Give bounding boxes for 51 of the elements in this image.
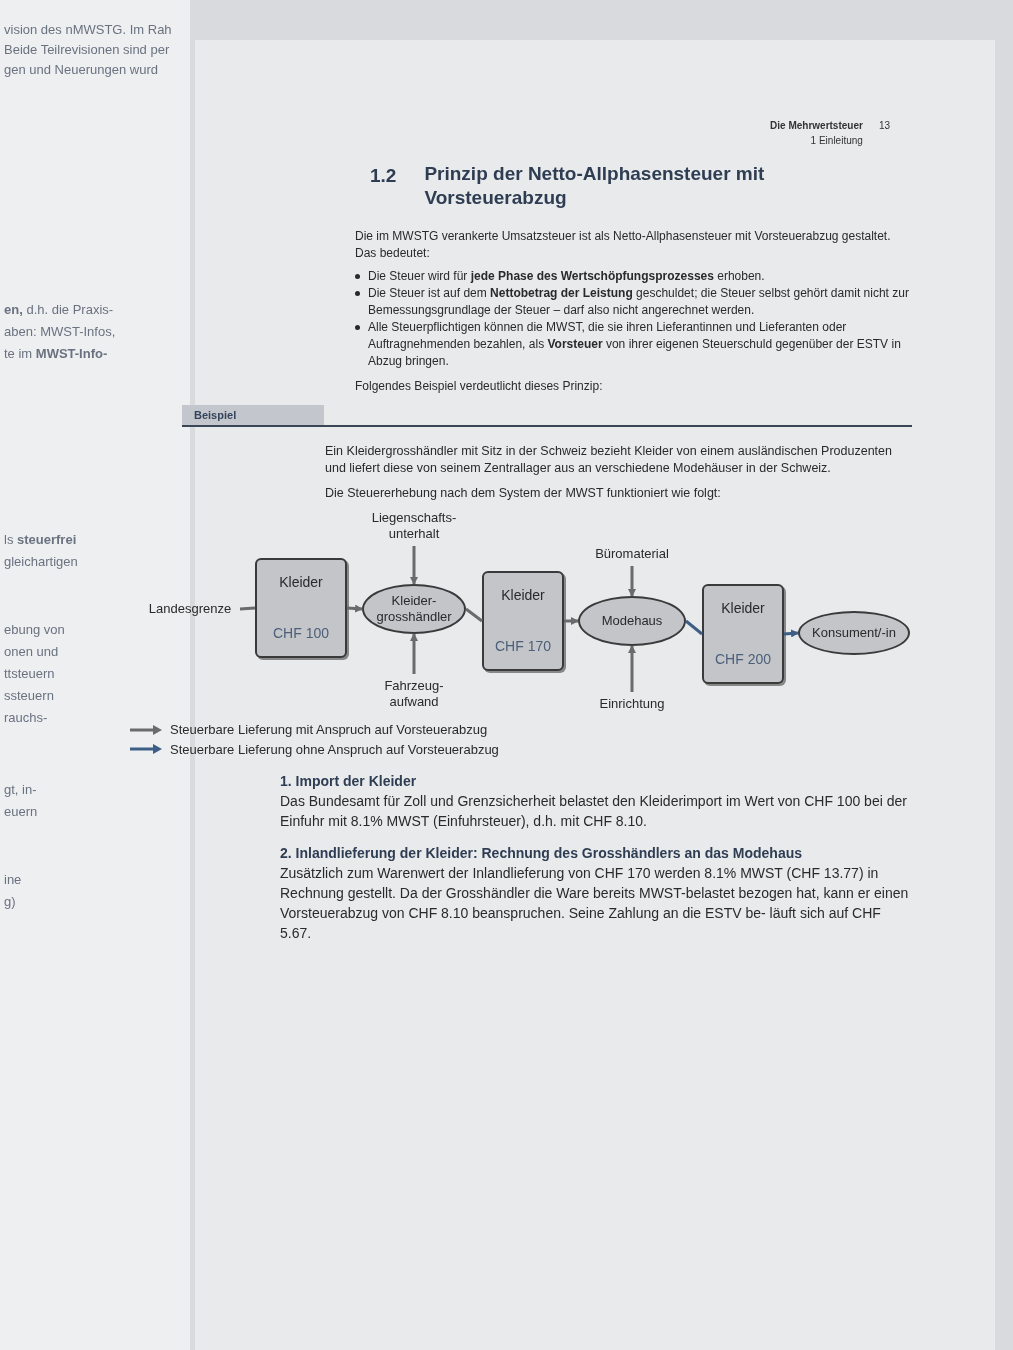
paragraph: Die Steuererhebung nach dem System der MWST funktioniert wie folgt:	[325, 485, 722, 502]
text-fragment: gen und Neuerungen wurd	[4, 62, 158, 77]
running-header: Die Mehrwertsteuer	[770, 119, 863, 133]
node-label: Liegenschafts- unterhalt	[364, 508, 464, 544]
arrow	[410, 546, 418, 585]
arrow	[628, 566, 636, 597]
node-label: Landesgrenze	[140, 599, 240, 619]
section-number: 1.2	[370, 164, 397, 188]
text-fragment: te im MWST-Info-	[4, 346, 108, 361]
text-fragment: aben: MWST-Infos,	[4, 324, 116, 339]
arrow	[410, 633, 418, 674]
page-number: 13	[878, 119, 890, 133]
goods-value-box: Kleider CHF 200	[702, 584, 784, 684]
subsection-heading: 2. Inlandlieferung der Kleider: Rechnung des Grosshändlers an das Modehaus	[280, 844, 803, 863]
text-fragment: ls steuerfrei	[4, 532, 77, 547]
arrow	[346, 604, 363, 613]
node-label: Einrichtung	[576, 694, 688, 714]
text-fragment: rauchs-	[4, 710, 48, 725]
paragraph: Das Bundesamt für Zoll und Grenzsicherheit belastet den Kleiderimport im Wert von CHF 100 bei der Einfuhr mit 8.1% MWST (Einfuhrsteuer), d.h. mit CHF 8.10.	[280, 792, 908, 831]
text-fragment: g)	[4, 894, 16, 909]
goods-value-box: Kleider CHF 100	[255, 558, 347, 658]
text-fragment: onen und	[4, 644, 59, 659]
arrow	[564, 617, 579, 625]
text-fragment: gt, in-	[4, 782, 37, 797]
text-fragment: en, d.h. die Praxis-	[4, 302, 114, 317]
node-label: Fahrzeug- aufwand	[364, 676, 464, 712]
paragraph: Folgendes Beispiel verdeutlicht dieses Prinzip:	[355, 377, 604, 395]
paragraph: Ein Kleidergrosshändler mit Sitz in der Schweiz bezieht Kleider von einem ausländischen Produzenten und liefert diese von seinem Zentrallager aus an verschiedene Modehäuser in der Schweiz.	[325, 443, 893, 477]
node-label: Büromaterial	[576, 544, 688, 564]
text-fragment: vision des nMWSTG. Im Rah	[4, 22, 172, 37]
bullet-text: Die Steuer ist auf dem Nettobetrag der Leistung geschuldet; die Steuer selbst gehört damit nicht zur Bemessungsgrundlage der Steuer – darf also nicht angerechnet werden.	[368, 284, 910, 319]
running-subheader: 1 Einleitung	[810, 134, 863, 148]
goods-value-box: Kleider CHF 170	[482, 571, 564, 671]
text-fragment: euern	[4, 804, 38, 819]
example-tab: Beispiel	[182, 404, 324, 425]
paragraph: Die im MWSTG verankerte Umsatzsteuer ist als Netto-Allphasensteuer mit Vorsteuerabzug gestaltet. Das bedeutet:	[355, 227, 892, 262]
bullet-text: Alle Steuerpflichtigen können die MWST, die sie ihren Lieferantinnen und Lieferanten oder Auftragnehmenden bezahlen, als Vorsteuer von ihrer eigenen Steuerschuld gegenüber der ESTV in Abzug bringen.	[368, 318, 902, 370]
text-fragment: ine	[4, 872, 22, 887]
text-fragment: ttsteuern	[4, 666, 55, 681]
legend-text: Steuerbare Lieferung mit Anspruch auf Vorsteuerabzug	[170, 721, 488, 739]
text-fragment: ssteuern	[4, 688, 54, 703]
text-fragment: gleichartigen	[4, 554, 78, 569]
text-fragment: Beide Teilrevisionen sind per	[4, 42, 170, 57]
arrow	[783, 629, 799, 638]
arrow	[628, 645, 636, 692]
section-title: Prinzip der Netto-Allphasensteuer mit Vorsteuerabzug	[424, 162, 766, 210]
legend-text: Steuerbare Lieferung ohne Anspruch auf Vorsteuerabzug	[170, 740, 499, 759]
bullet-text: Die Steuer wird für jede Phase des Wertschöpfungsprozesses erhoben.	[368, 267, 765, 285]
subsection-heading: 1. Import der Kleider	[280, 772, 418, 791]
paragraph: Zusätzlich zum Warenwert der Inlandlieferung von CHF 170 werden 8.1% MWST (CHF 13.77) in Rechnung gestellt. Da der Grosshändler die Ware bereits MWST-belastet bezogen hat, kann er einen Vorsteuerabzug von CHF 8.10 beanspruchen. Seine Zahlung an die ESTV be- läuft sich auf CHF 5.67.	[280, 864, 910, 943]
text-fragment: ebung von	[4, 622, 65, 637]
